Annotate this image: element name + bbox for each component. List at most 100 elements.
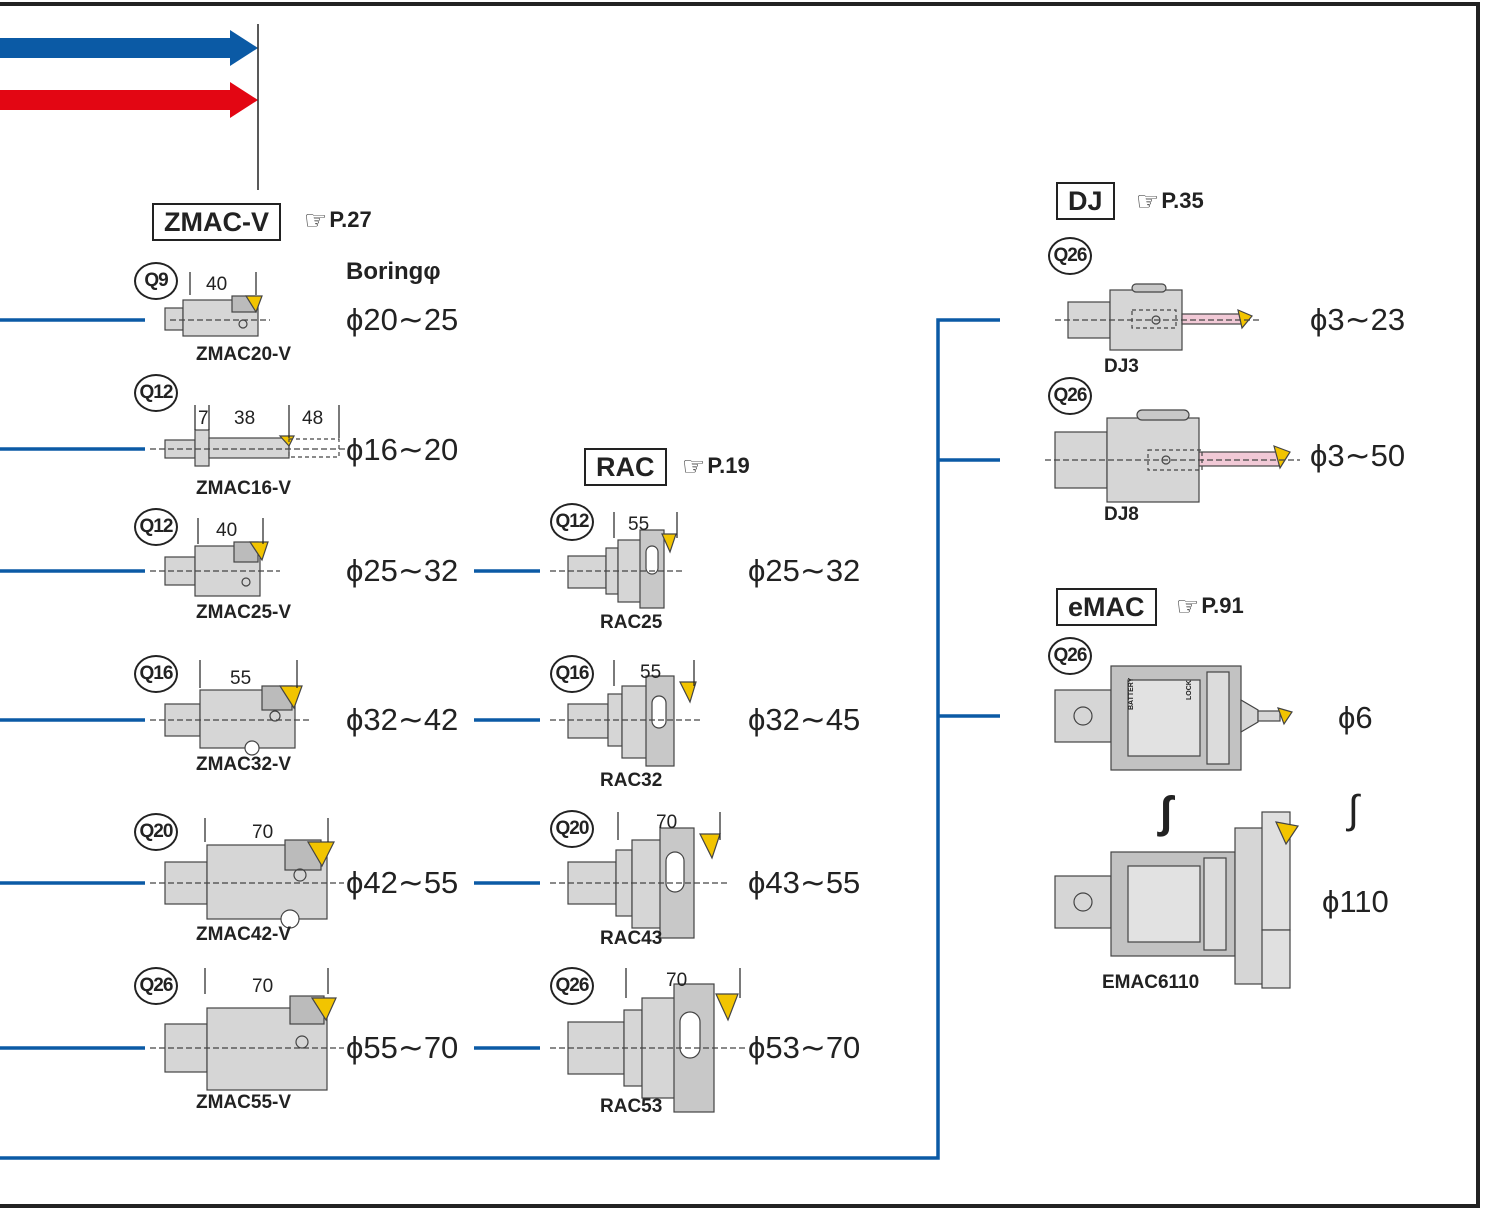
zmac32-drawing xyxy=(150,685,312,756)
boring-range: ϕ55∼70 xyxy=(346,1030,459,1065)
shank-badge: Q26 xyxy=(134,967,178,1005)
shank-badge: Q20 xyxy=(550,810,594,848)
dimension-label: 55 xyxy=(640,662,662,683)
boring-range: ϕ3∼50 xyxy=(1310,438,1406,473)
main-bus-line xyxy=(0,318,1000,1160)
rac43-dims xyxy=(617,812,721,840)
rac53-dims xyxy=(625,968,741,998)
emac-series-box: eMAC xyxy=(1056,588,1157,626)
range-separator: ∫ xyxy=(1160,788,1173,837)
zmac16-dims xyxy=(194,405,340,438)
battery-label: BATTERY xyxy=(1128,677,1135,710)
model-name: ZMAC25-V xyxy=(196,602,292,623)
rac43-drawing xyxy=(550,827,730,939)
dimension-label: 48 xyxy=(302,408,324,429)
dimension-label: 70 xyxy=(656,812,678,833)
dimension-label: 40 xyxy=(206,274,228,295)
boring-range: ϕ42∼55 xyxy=(346,865,459,900)
rac25-drawing xyxy=(550,529,684,609)
boring-range: ϕ53∼70 xyxy=(748,1030,861,1065)
zmac25-dims xyxy=(197,518,264,544)
shank-badge: Q26 xyxy=(1048,637,1092,675)
pointing-hand-icon: ☞ xyxy=(1176,591,1200,621)
pointing-hand-icon: ☞ xyxy=(304,205,328,235)
dimension-label: 7 xyxy=(198,408,209,429)
zmac55-dims xyxy=(204,968,329,994)
model-name: ZMAC20-V xyxy=(196,344,292,365)
zmac-page-ref[interactable]: ☞P.27 xyxy=(304,205,372,235)
zmac20-dims xyxy=(189,272,257,295)
rac25-dims xyxy=(613,512,678,538)
zmac42-drawing xyxy=(150,839,344,929)
dimension-label: 70 xyxy=(666,970,688,991)
dimension-label: 70 xyxy=(252,822,274,843)
model-name: RAC32 xyxy=(600,770,663,791)
rac32-dims xyxy=(613,660,695,686)
model-name: EMAC6110 xyxy=(1102,972,1200,993)
emac-page-ref[interactable]: ☞P.91 xyxy=(1176,591,1244,621)
emac6-drawing xyxy=(1054,665,1293,771)
red-arrow-head xyxy=(230,82,258,118)
model-name: ZMAC16-V xyxy=(196,478,292,499)
zmac16-drawing xyxy=(150,429,345,467)
boring-range: ϕ16∼20 xyxy=(346,432,459,467)
blue-arrow-shaft xyxy=(0,38,230,58)
dj-series-box: DJ xyxy=(1056,182,1115,220)
shank-badge: Q12 xyxy=(134,508,178,546)
model-name: DJ3 xyxy=(1104,356,1139,377)
model-name: RAC25 xyxy=(600,612,663,633)
shank-badge: Q26 xyxy=(550,967,594,1005)
pointing-hand-icon: ☞ xyxy=(1136,186,1160,216)
boring-diameter-column-title: Boringφ xyxy=(346,258,441,285)
zmac-series-box: ZMAC-V xyxy=(152,203,281,241)
dimension-label: 70 xyxy=(252,976,274,997)
range-separator: ∫ xyxy=(1348,788,1359,832)
boring-range: ϕ3∼23 xyxy=(1310,302,1406,337)
model-name: ZMAC55-V xyxy=(196,1092,292,1113)
zmac20-drawing xyxy=(164,295,270,337)
boring-range-min: ϕ6 xyxy=(1338,700,1373,735)
dj-page-ref[interactable]: ☞P.35 xyxy=(1136,186,1204,216)
boring-range: ϕ32∼45 xyxy=(748,702,861,737)
model-name: RAC53 xyxy=(600,1096,663,1117)
zmac25-drawing xyxy=(150,541,280,597)
shank-badge: Q12 xyxy=(134,374,178,412)
boring-range: ϕ43∼55 xyxy=(748,865,861,900)
dj3-drawing xyxy=(1055,283,1262,351)
dimension-label: 55 xyxy=(628,514,650,535)
dimension-label: 55 xyxy=(230,668,252,689)
lock-label: LOCK xyxy=(1186,680,1193,700)
zmac32-dims xyxy=(199,660,298,688)
shank-badge: Q26 xyxy=(1048,377,1092,415)
boring-range: ϕ25∼32 xyxy=(748,553,861,588)
dimension-label: 38 xyxy=(234,408,256,429)
shank-badge: Q16 xyxy=(550,655,594,693)
shank-badge: Q20 xyxy=(134,813,178,851)
red-arrow-shaft xyxy=(0,90,230,110)
boring-range: ϕ20∼25 xyxy=(346,302,459,337)
shank-badge: Q9 xyxy=(134,262,178,300)
zmac-connectors xyxy=(0,318,540,1050)
shank-badge: Q16 xyxy=(134,655,178,693)
blue-arrow-head xyxy=(230,30,258,66)
model-name: ZMAC42-V xyxy=(196,924,292,945)
rac32-drawing xyxy=(550,675,702,767)
model-name: RAC43 xyxy=(600,928,663,949)
model-name: ZMAC32-V xyxy=(196,754,292,775)
boring-range-max: ϕ110 xyxy=(1322,884,1389,919)
rac53-drawing xyxy=(550,983,748,1113)
dj8-drawing xyxy=(1045,409,1300,503)
rac-series-box: RAC xyxy=(584,448,667,486)
zmac55-drawing xyxy=(150,995,344,1091)
pointing-hand-icon: ☞ xyxy=(682,451,706,481)
rac-page-ref[interactable]: ☞P.19 xyxy=(682,451,750,481)
dimension-label: 40 xyxy=(216,520,238,541)
emac110-drawing xyxy=(1054,811,1300,989)
shank-badge: Q12 xyxy=(550,503,594,541)
zmac42-dims xyxy=(204,818,329,842)
boring-range: ϕ32∼42 xyxy=(346,702,459,737)
boring-range: ϕ25∼32 xyxy=(346,553,459,588)
